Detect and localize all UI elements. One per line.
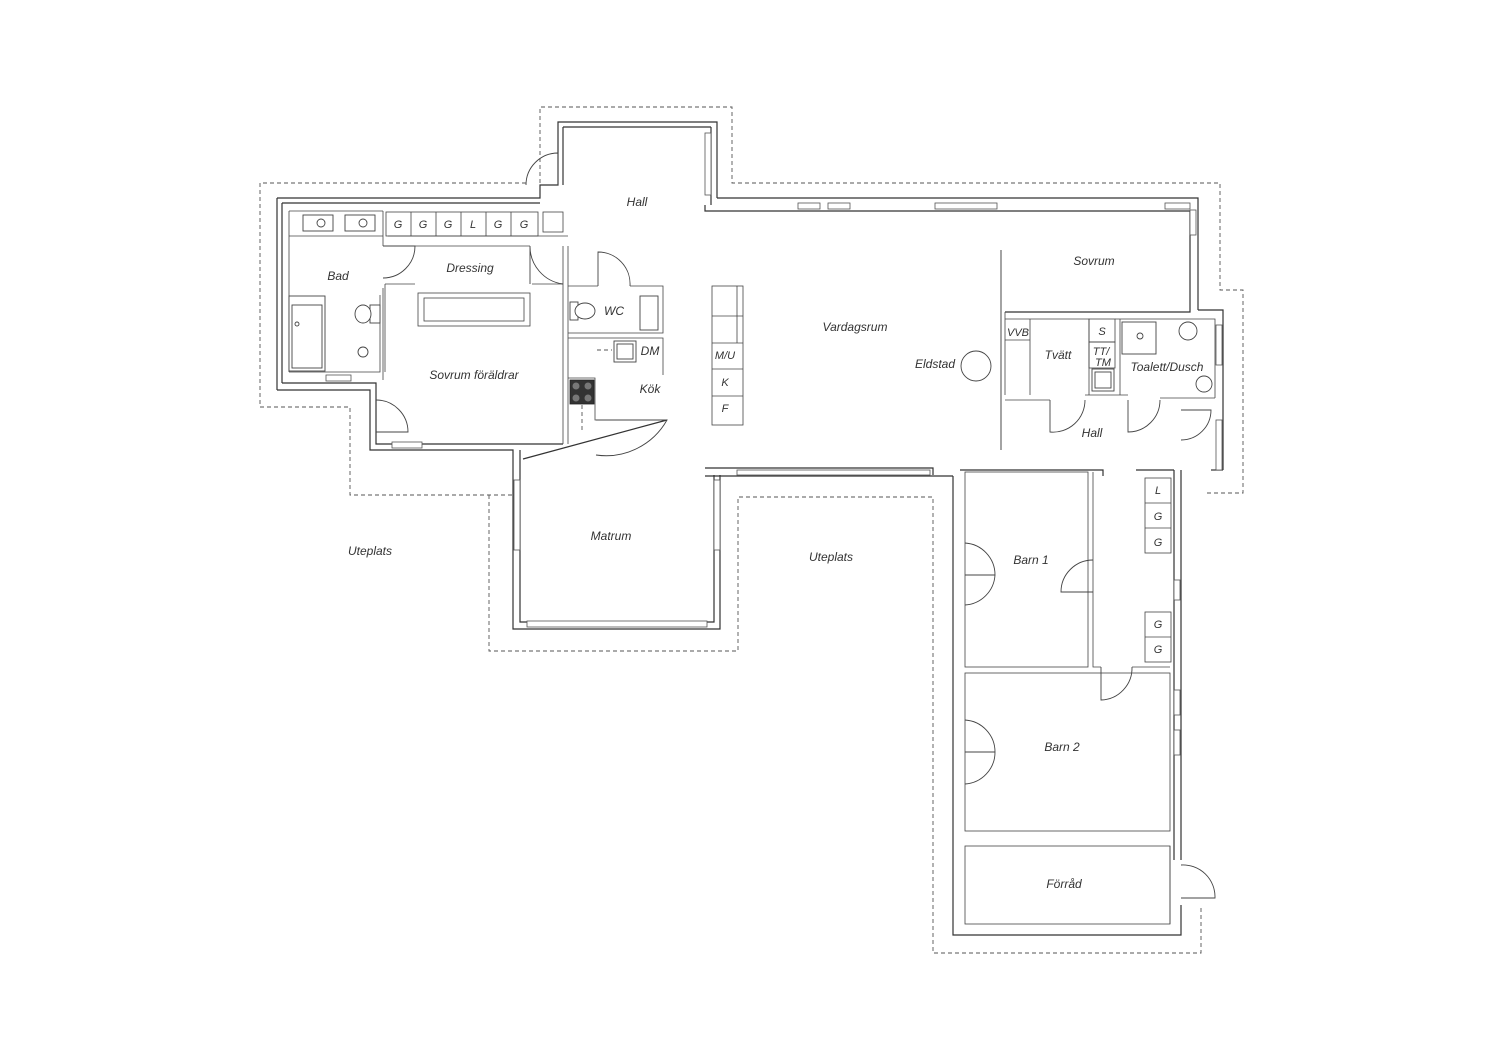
kitchen-unit-label: K: [721, 377, 729, 389]
interior-walls: [288, 210, 1216, 925]
label-vardagsrum: Vardagsrum: [823, 320, 888, 334]
hall-closet-label: G: [1154, 511, 1163, 523]
hall-closet-label: L: [1155, 485, 1161, 497]
fixtures: [288, 214, 1213, 430]
label-tvatt: Tvätt: [1045, 348, 1072, 362]
label-hall-mid: Hall: [1082, 426, 1103, 440]
hall-closet-label: G: [1154, 619, 1163, 631]
doors: [375, 152, 1216, 899]
label-vvb: VVB: [1007, 327, 1029, 339]
label-s: S: [1098, 326, 1106, 338]
label-hall-top: Hall: [627, 195, 648, 209]
label-eldstad: Eldstad: [915, 357, 955, 371]
label-barn1: Barn 1: [1013, 553, 1048, 567]
dressing-closet-label: G: [419, 219, 428, 231]
hall-closet-label: G: [1154, 537, 1163, 549]
label-tm: TM: [1095, 357, 1112, 369]
label-toalett-dusch: Toalett/Dusch: [1131, 360, 1204, 374]
dressing-closet-label: G: [520, 219, 529, 231]
dressing-closet-label: G: [444, 219, 453, 231]
label-kok: Kök: [640, 382, 662, 396]
label-uteplats-mid: Uteplats: [809, 550, 853, 564]
label-barn2: Barn 2: [1044, 740, 1080, 754]
terrace-outlines: [259, 106, 1244, 954]
label-sovrum-foraldrar: Sovrum föräldrar: [429, 368, 519, 382]
exterior-walls: [276, 121, 1224, 936]
windows: [325, 132, 1223, 756]
hall-closet-label: G: [1154, 644, 1163, 656]
dressing-closet-label: L: [470, 219, 476, 231]
label-tt: TT/: [1093, 346, 1110, 358]
room-labels: Hall Bad Dressing WC Vardagsrum Sovrum S…: [327, 195, 1203, 891]
label-uteplats-left: Uteplats: [348, 544, 392, 558]
label-dressing: Dressing: [446, 261, 494, 275]
label-bad: Bad: [327, 269, 349, 283]
kitchen-unit-label: M/U: [715, 350, 735, 362]
kitchen-unit-label: F: [722, 403, 730, 415]
dressing-closet-label: G: [394, 219, 403, 231]
label-forrad: Förråd: [1046, 877, 1082, 891]
dressing-closet-label: G: [494, 219, 503, 231]
label-wc: WC: [604, 304, 624, 318]
label-matrum: Matrum: [591, 529, 632, 543]
label-dm: DM: [641, 344, 660, 358]
closet-labels: G G G L G G M/U K F VVB S TT/ TM L G G G…: [394, 219, 1163, 656]
label-sovrum: Sovrum: [1073, 254, 1114, 268]
